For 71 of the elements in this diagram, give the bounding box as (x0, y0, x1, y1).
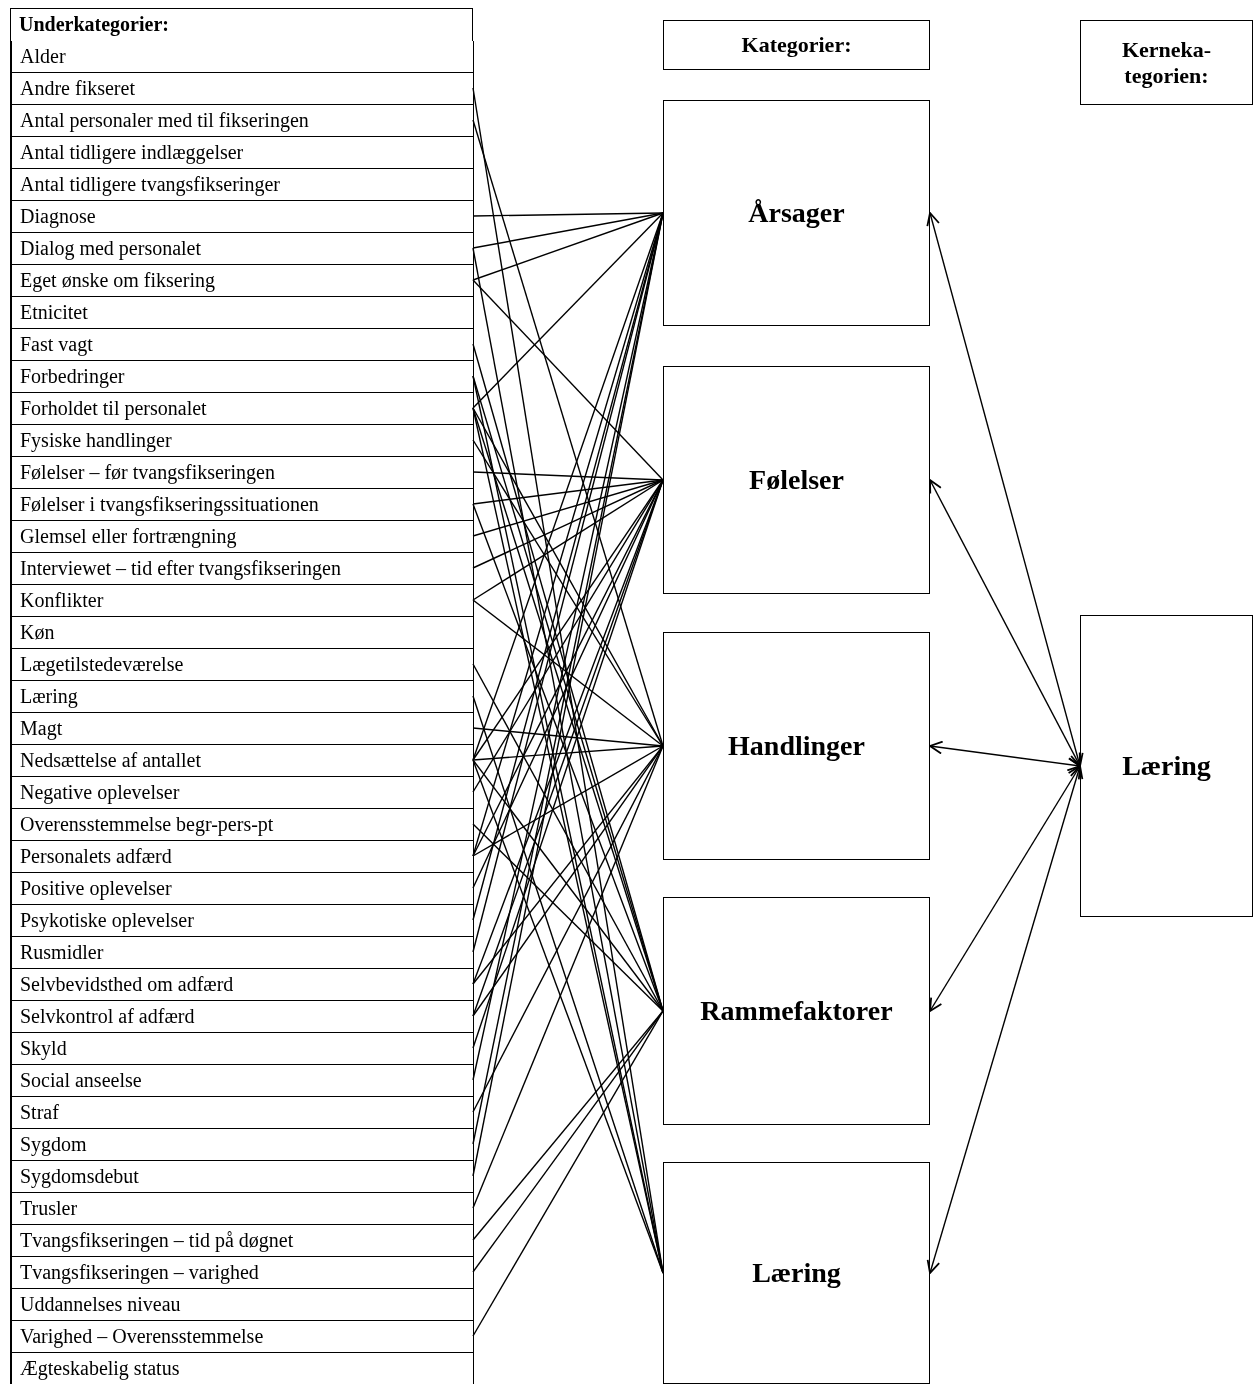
connector-line (472, 212, 664, 281)
category-box: Følelser (663, 366, 930, 594)
table-cell: Forholdet til personalet (11, 393, 474, 425)
connector-line (472, 479, 664, 601)
table-cell: Selvbevidsthed om adfærd (11, 969, 474, 1001)
table-cell: Følelser – før tvangsfikseringen (11, 457, 474, 489)
table-cell: Eget ønske om fiksering (11, 265, 474, 297)
connector-line (472, 212, 664, 409)
connector-line (472, 279, 664, 481)
header-box: Kerneka-tegorien: (1080, 20, 1253, 105)
table-cell: Straf (11, 1097, 474, 1129)
connector-line (472, 745, 664, 857)
table-cell: Nedsættelse af antallet (11, 745, 474, 777)
table-cell: Uddannelses niveau (11, 1289, 474, 1321)
connector-line (472, 471, 664, 481)
category-box: Årsager (663, 100, 930, 326)
double-headed-arrow (926, 765, 1084, 1274)
table-cell: Dialog med personalet (11, 233, 474, 265)
double-headed-arrow (929, 765, 1081, 1012)
connector-line (472, 745, 664, 761)
table-cell: Fysiske handlinger (11, 425, 474, 457)
table-cell: Interviewet – tid efter tvangsfikseringen (11, 553, 474, 585)
table-cell: Køn (11, 617, 474, 649)
table-cell: Rusmidler (11, 937, 474, 969)
table-cell: Skyld (11, 1033, 474, 1065)
table-cell: Selvkontrol af adfærd (11, 1001, 474, 1033)
table-cell: Alder (11, 41, 474, 73)
table-cell: Fast vagt (11, 329, 474, 361)
table-cell: Negative oplevelser (11, 777, 474, 809)
table-cell: Antal tidligere tvangsfikseringer (11, 169, 474, 201)
table-cell: Tvangsfikseringen – varighed (11, 1257, 474, 1289)
table-cell: Trusler (11, 1193, 474, 1225)
table-cell: Antal personaler med til fikseringen (11, 105, 474, 137)
connector-line (472, 479, 664, 505)
table-cell: Positive oplevelser (11, 873, 474, 905)
table-cell: Diagnose (11, 201, 474, 233)
subcategory-table (10, 8, 473, 1384)
table-cell: Ægteskabelig status (11, 1353, 474, 1384)
table-cell: Sygdom (11, 1129, 474, 1161)
connector-line (472, 119, 664, 747)
category-box: Læring (663, 1162, 930, 1384)
table-cell: Psykotiske oplevelser (11, 905, 474, 937)
double-headed-arrow (929, 740, 1081, 772)
table-cell: Personalets adfærd (11, 841, 474, 873)
table-cell: Varighed – Overensstemmelse (11, 1321, 474, 1353)
table-cell: Sygdomsdebut (11, 1161, 474, 1193)
connector-line (472, 745, 664, 1113)
category-box: Rammefaktorer (663, 897, 930, 1125)
table-cell: Antal tidligere indlæggelser (11, 137, 474, 169)
table-cell: Glemsel eller fortrængning (11, 521, 474, 553)
connector-line (472, 663, 664, 1012)
table-header: Underkategorier: (19, 12, 169, 38)
header-box: Kategorier: (663, 20, 930, 70)
connector-line (472, 1010, 664, 1337)
table-cell: Etnicitet (11, 297, 474, 329)
table-cell: Konflikter (11, 585, 474, 617)
table-cell: Lægetilstedeværelse (11, 649, 474, 681)
connector-line (472, 212, 664, 217)
table-cell: Følelser i tvangsfikseringssituationen (11, 489, 474, 521)
table-cell: Forbedringer (11, 361, 474, 393)
table-cell: Overensstemmelse begr-pers-pt (11, 809, 474, 841)
category-box: Læring (1080, 615, 1253, 917)
table-cell: Social anseelse (11, 1065, 474, 1097)
double-headed-arrow (929, 479, 1081, 767)
table-cell: Tvangsfikseringen – tid på døgnet (11, 1225, 474, 1257)
connector-line (472, 599, 664, 747)
table-cell: Magt (11, 713, 474, 745)
category-box: Handlinger (663, 632, 930, 860)
table-cell: Andre fikseret (11, 73, 474, 105)
connector-line (472, 823, 664, 1012)
table-cell: Læring (11, 681, 474, 713)
